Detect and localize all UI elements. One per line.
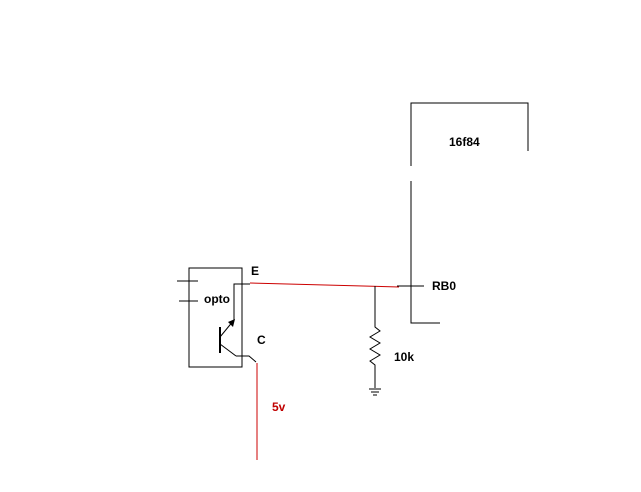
resistor-label: 10k xyxy=(394,350,414,364)
collector-label: C xyxy=(257,333,266,347)
emitter-wire xyxy=(249,282,400,288)
emitter-lead xyxy=(233,283,250,320)
opto-label: opto xyxy=(204,292,230,306)
pin-label-rb0: RB0 xyxy=(432,279,456,293)
chip-label: 16f84 xyxy=(449,135,480,149)
resistor-10k xyxy=(369,286,381,388)
chip-outline-bottom xyxy=(410,181,440,324)
opto-box xyxy=(188,267,243,368)
emitter-arrow xyxy=(228,319,235,327)
collector-lead xyxy=(236,355,257,363)
emitter-label: E xyxy=(251,264,259,278)
supply-label: 5v xyxy=(272,400,286,414)
chip-outline-top xyxy=(410,102,529,166)
transistor-collector-leg xyxy=(219,343,237,357)
